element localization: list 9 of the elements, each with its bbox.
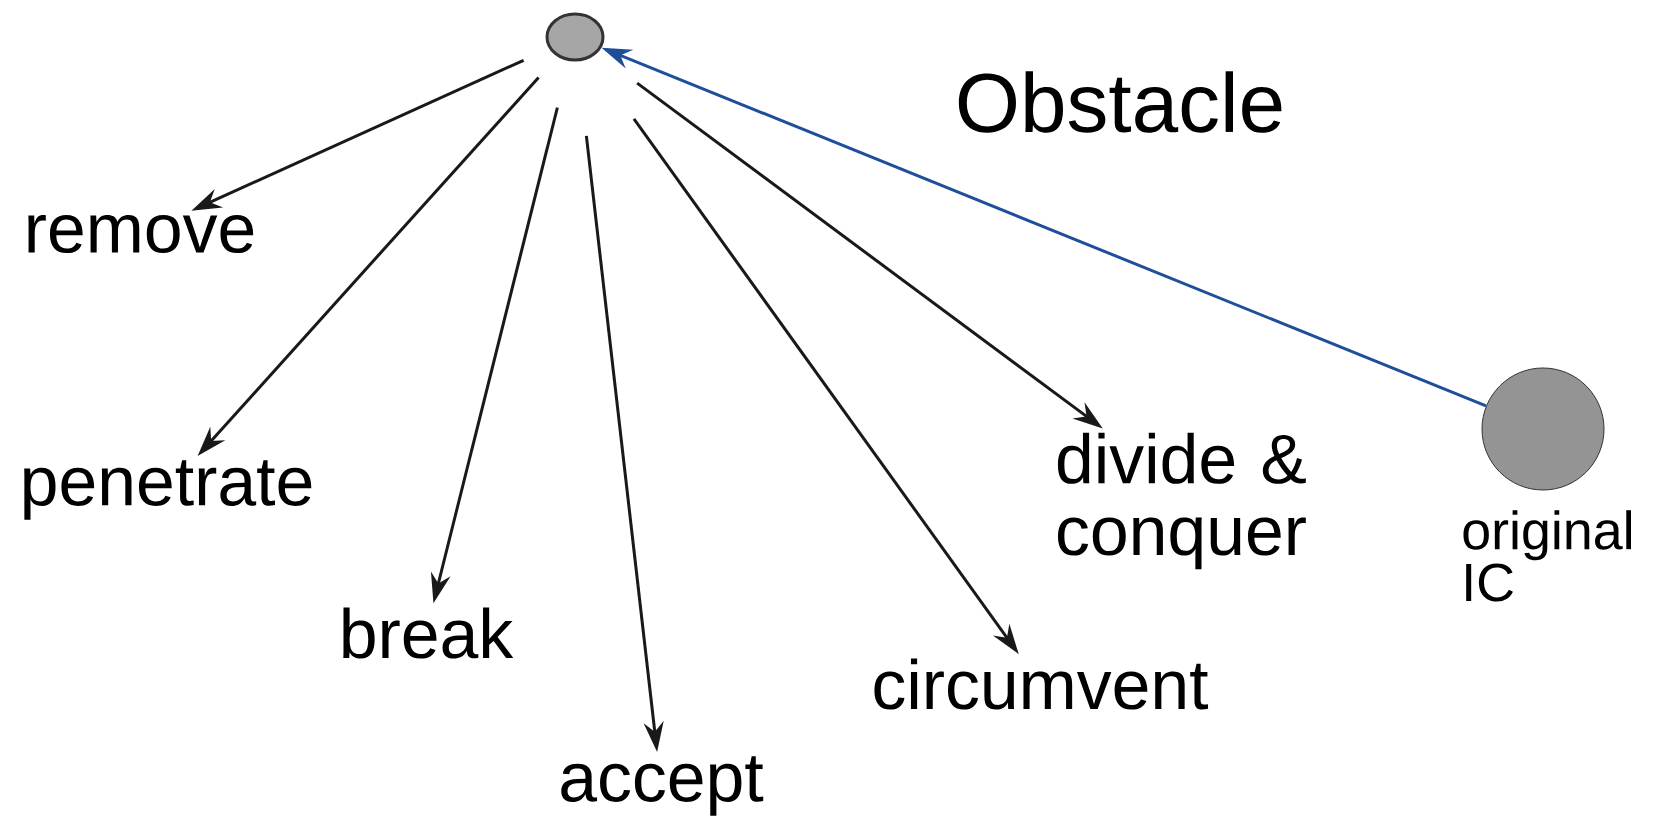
strategy-label: circumvent — [874, 658, 1208, 710]
obstacle-circle — [545, 12, 605, 62]
strategy-label: accept — [561, 756, 764, 816]
strategy-label: remove — [28, 214, 254, 254]
node-label: original IC — [1463, 510, 1632, 602]
strategy-label: divide & conquer — [1057, 432, 1306, 570]
title-label: Obstacle — [958, 71, 1282, 133]
strategy-label: break — [343, 607, 514, 659]
strategy-label: penetrate — [24, 460, 312, 520]
